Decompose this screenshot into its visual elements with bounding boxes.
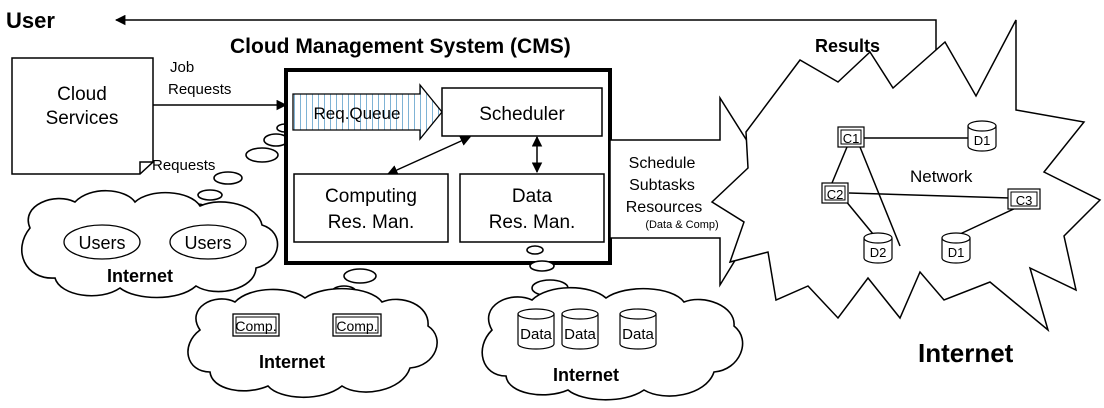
data-cylinder-2	[561, 308, 599, 350]
job-requests-line2: Requests	[168, 81, 231, 98]
data-res-man-line1: Data	[512, 186, 553, 207]
users-item-2: Users	[184, 233, 231, 253]
computing-res-man-line2: Res. Man.	[328, 212, 415, 233]
node-c1-label: C1	[843, 131, 860, 146]
comp-cloud: Comp. Comp. Internet	[187, 287, 438, 399]
node-c3-label: C3	[1016, 193, 1033, 208]
results-label: Results	[815, 36, 880, 56]
users-cloud-label: Internet	[107, 266, 173, 286]
cloud-services-line2: Services	[46, 108, 119, 129]
cloud-services-document: Cloud Services	[11, 57, 154, 175]
node-d2-label: D2	[870, 245, 887, 260]
computing-res-man-line1: Computing	[325, 186, 417, 207]
internet-starburst: Internet	[710, 19, 1102, 368]
data-item-3: Data	[622, 326, 654, 343]
comp-cloud-label: Internet	[259, 352, 325, 372]
node-d1-top-label: D1	[974, 133, 991, 148]
schedule-line4: (Data & Comp)	[645, 219, 718, 231]
comp-item-2: Comp.	[336, 318, 377, 334]
computing-res-man-box: Computing Res. Man.	[293, 173, 449, 243]
scheduler-computing-arrow	[387, 136, 471, 175]
job-requests-line1: Job	[170, 59, 194, 76]
schedule-line2: Subtasks	[629, 177, 695, 194]
node-d2: D2	[863, 232, 893, 264]
users-item-1: Users	[78, 233, 125, 253]
node-d1-bottom: D1	[941, 232, 971, 264]
data-cylinder-1	[517, 308, 555, 350]
data-res-man-line2: Res. Man.	[489, 212, 576, 233]
user-label: User	[6, 8, 55, 33]
schedule-line3: Resources	[626, 199, 702, 216]
data-cylinder-3	[619, 308, 657, 350]
req-queue-label: Req.Queue	[314, 104, 401, 123]
node-c2-label: C2	[827, 187, 844, 202]
scheduler-box: Scheduler	[441, 87, 603, 137]
data-cloud: Data Data Data Internet	[481, 286, 744, 401]
node-c3: C3	[1007, 188, 1041, 210]
cloud-services-line1: Cloud	[57, 84, 107, 105]
data-cloud-label: Internet	[553, 365, 619, 385]
comp-item-1: Comp.	[235, 318, 276, 334]
req-queue-arrow: Req.Queue	[292, 83, 443, 141]
cms-title: Cloud Management System (CMS)	[230, 35, 571, 58]
node-d1-top: D1	[967, 120, 997, 152]
node-c1: C1	[837, 126, 865, 148]
data-item-2: Data	[564, 326, 596, 343]
users-cloud: Users Users Internet	[20, 190, 279, 299]
data-res-man-box: Data Res. Man.	[459, 173, 605, 243]
scheduler-label: Scheduler	[479, 104, 565, 125]
network-label: Network	[910, 167, 973, 186]
requests-label: Requests	[152, 157, 215, 174]
network-links	[831, 137, 1019, 247]
schedule-arrow: Schedule Subtasks Resources (Data & Comp…	[609, 95, 779, 288]
internet-label-right: Internet	[918, 338, 1014, 368]
node-d1-bottom-label: D1	[948, 245, 965, 260]
data-item-1: Data	[520, 326, 552, 343]
node-c2: C2	[821, 182, 849, 204]
schedule-line1: Schedule	[629, 155, 696, 172]
